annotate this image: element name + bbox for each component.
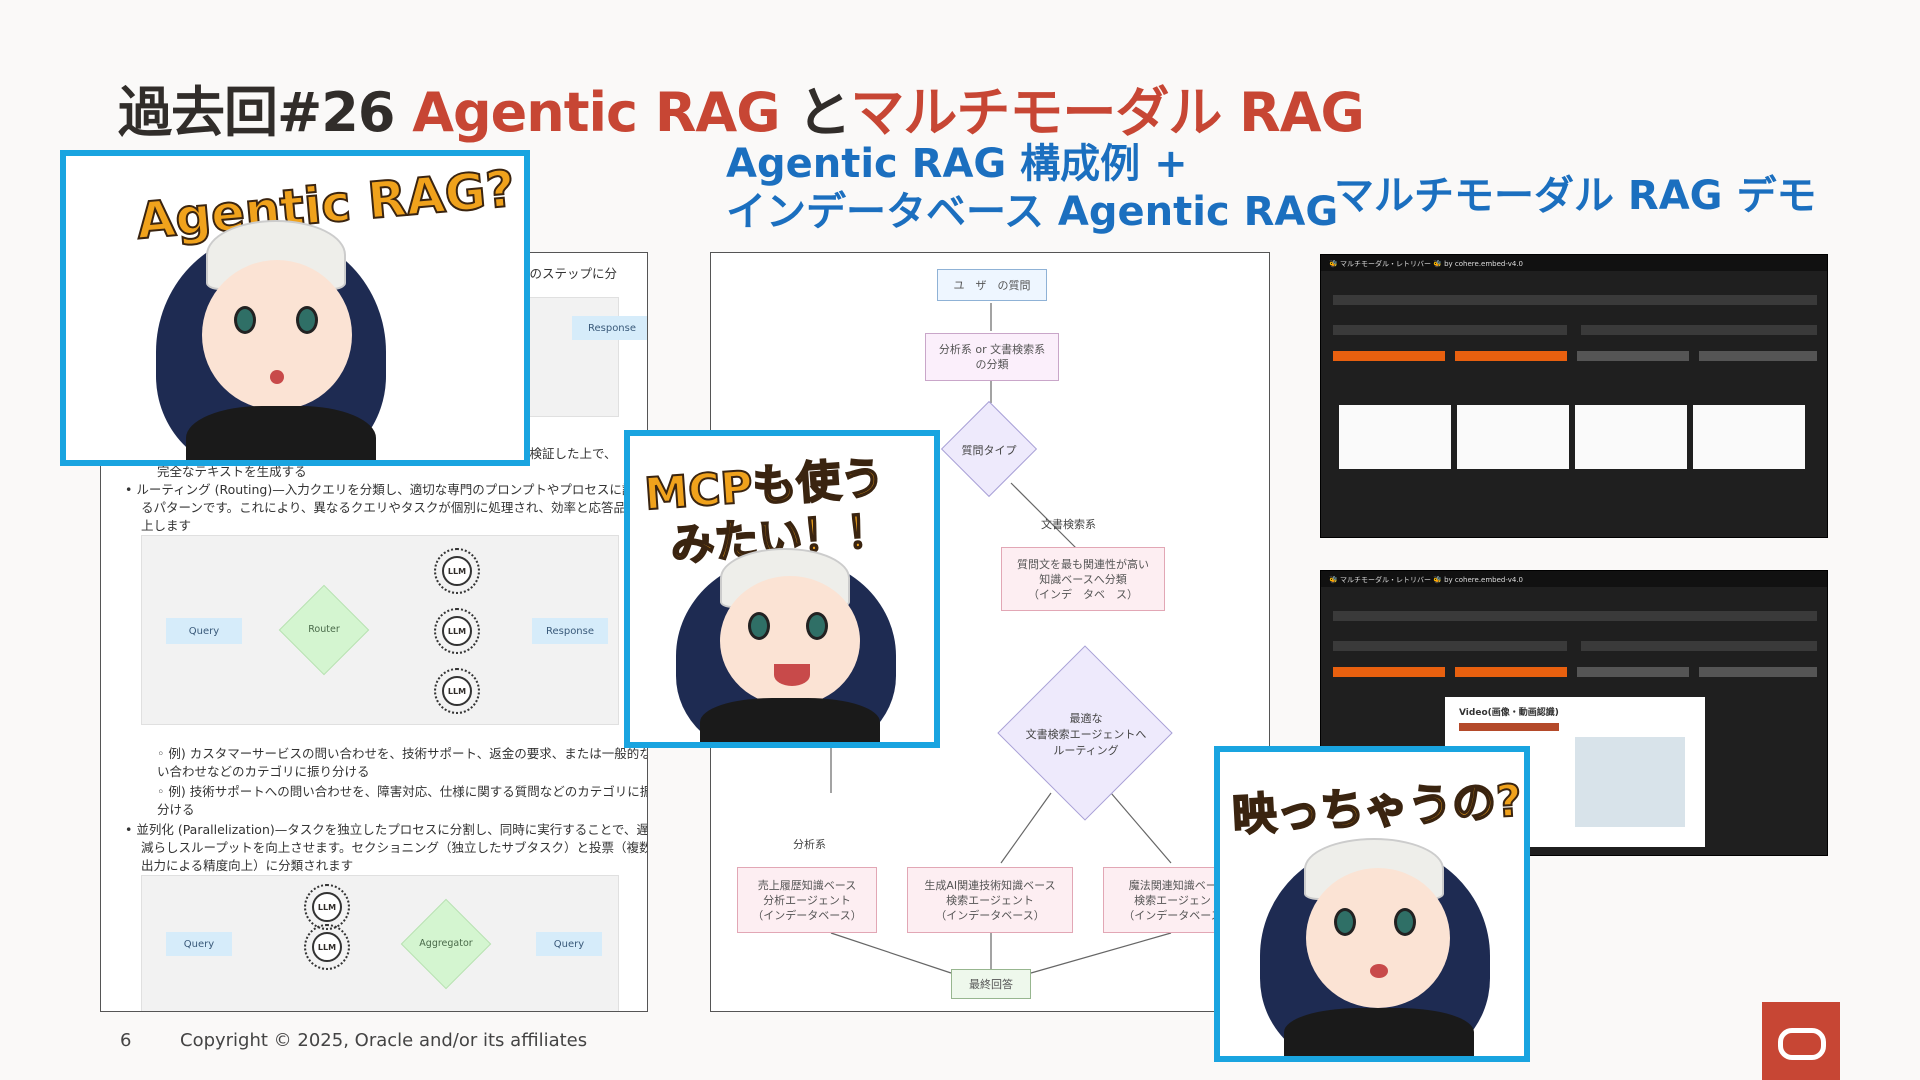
demo-top-button	[1455, 351, 1567, 361]
doc-line: 数のステップに分	[517, 266, 618, 281]
label-doc-search: 文書検索系	[1041, 518, 1096, 531]
doc-line: • ルーティング (Routing)—入力クエリを分類し、適切な専門のプロンプト…	[125, 482, 648, 497]
character-eye	[1334, 908, 1356, 936]
demo-top-row	[1333, 295, 1817, 305]
llm-icon: LLM	[434, 608, 480, 654]
doc-line: い合わせなどのカテゴリに振り分ける	[157, 764, 370, 779]
character-card-agentic-rag: Agentic RAG?	[60, 150, 530, 466]
subhead-agentic-rag-example: Agentic RAG 構成例 + インデータベース Agentic RAG	[726, 140, 1338, 236]
label-question-type: 質問タイプ	[961, 444, 1017, 457]
llm-icon: LLM	[434, 668, 480, 714]
character-eye	[748, 612, 770, 640]
character-eye	[296, 306, 318, 334]
demo-bottom-titlebar: 🐝 マルチモーダル・レトリバー 🐝 by cohere.embed-v4.0	[1321, 571, 1827, 587]
routing-router-label: Router	[308, 624, 340, 635]
character-card-mcp: MCPも使う みたい！！	[624, 430, 940, 748]
label-analysis: 分析系	[793, 838, 826, 851]
demo-top-row	[1333, 325, 1567, 335]
diagram0-response-box: Response	[572, 316, 647, 340]
demo-bottom-button	[1333, 667, 1445, 677]
doc-line: 完全なテキストを生成する	[157, 464, 307, 479]
demo-bottom-row	[1333, 641, 1567, 651]
title-agentic-rag: Agentic RAG	[412, 81, 798, 144]
diagram-parallelization: Query LLM LLM Aggregator Query	[141, 875, 619, 1011]
llm-icon: LLM	[304, 924, 350, 970]
character-dress	[186, 406, 376, 460]
demo-top-button	[1699, 351, 1817, 361]
subhead-multimodal-demo: マルチモーダル RAG デモ	[1334, 173, 1817, 219]
node-sales-agent: 売上履歴知識ベース 分析エージェント （インデータベース）	[737, 867, 877, 933]
demo-thumbnail	[1339, 405, 1451, 469]
demo-modal-header	[1459, 723, 1559, 731]
demo-modal-images	[1575, 737, 1685, 827]
parallel-query-box: Query	[166, 932, 232, 956]
doc-line: • 並列化 (Parallelization)—タスクを独立したプロセスに分割し…	[125, 822, 648, 837]
demo-bottom-row	[1581, 641, 1817, 651]
slide-title: 過去回#26 Agentic RAG とマルチモーダル RAG	[118, 68, 1365, 147]
routing-query-box: Query	[166, 618, 242, 644]
oracle-logo	[1762, 1002, 1840, 1080]
node-user-question: ユ ザ の質問	[937, 269, 1047, 301]
diagram-routing: Query Router LLM LLM LLM Response	[141, 535, 619, 725]
character-face	[1306, 868, 1450, 1008]
demo-top-button	[1333, 351, 1445, 361]
character-eye	[1394, 908, 1416, 936]
label-routing: 最適な 文書検索エージェントへ ルーティング	[1025, 712, 1147, 757]
title-multimodal-rag: マルチモーダル RAG	[850, 81, 1364, 144]
character-dress	[1284, 1008, 1474, 1056]
node-rank-knowledge-base: 質問文を最も関連性が高い 知識ベースへ分類 （インデ タベ ス）	[1001, 547, 1165, 611]
parallel-output-box: Query	[536, 932, 602, 956]
node-genai-agent: 生成AI関連技術知識ベース 検索エージェント （インデータベース）	[907, 867, 1073, 933]
demo-thumbnail	[1457, 405, 1569, 469]
routing-response-box: Response	[532, 618, 608, 644]
page-number: 6	[120, 1030, 132, 1051]
llm-icon: LLM	[434, 548, 480, 594]
character-face	[202, 260, 352, 410]
node-classify: 分析系 or 文書検索系 の分類	[925, 333, 1059, 381]
parallel-aggregator-label: Aggregator	[419, 938, 473, 949]
doc-line: 上します	[141, 518, 192, 533]
doc-line: 分ける	[157, 802, 195, 817]
character-mouth	[774, 664, 810, 686]
title-conjunction: と	[797, 81, 851, 144]
demo-screenshot-bottom: 🐝 マルチモーダル・レトリバー 🐝 by cohere.embed-v4.0 V…	[1320, 570, 1828, 856]
demo-bottom-button	[1577, 667, 1689, 677]
demo-top-row	[1581, 325, 1817, 335]
doc-line: ◦ 例) 技術サポートへの問い合わせを、障害対応、仕様に関する質問などのカテゴリ…	[157, 784, 648, 799]
doc-line: 減らしスループットを向上させます。セクショニング（独立したサブタスク）と投票（複…	[141, 840, 648, 855]
demo-bottom-row	[1333, 611, 1817, 621]
llm-icon: LLM	[304, 884, 350, 930]
doc-line: るパターンです。これにより、異なるクエリやタスクが個別に処理され、効率と応答品質…	[141, 500, 648, 515]
character-mouth	[1370, 964, 1388, 978]
card3-caption: 映っちゃうの?	[1230, 774, 1524, 842]
character-card-multimodal: 映っちゃうの?	[1214, 746, 1530, 1062]
character-mouth	[270, 370, 284, 384]
subhead-mid-line1: Agentic RAG 構成例 +	[726, 141, 1188, 187]
character-eye	[806, 612, 828, 640]
demo-modal-title: Video(画像・動画認識)	[1459, 708, 1559, 718]
doc-line: を検証した上で、	[517, 446, 617, 461]
demo-bottom-button	[1455, 667, 1567, 677]
subhead-mid-line2: インデータベース Agentic RAG	[726, 189, 1339, 235]
character-face	[720, 576, 860, 706]
copyright-text: Copyright © 2025, Oracle and/or its affi…	[180, 1030, 588, 1051]
demo-bottom-button	[1699, 667, 1817, 677]
demo-top-button	[1577, 351, 1689, 361]
character-eye	[234, 306, 256, 334]
demo-thumbnail	[1693, 405, 1805, 469]
doc-line: 出力による精度向上）に分類されます	[141, 858, 354, 873]
node-final-answer: 最終回答	[951, 969, 1031, 999]
title-prefix: 過去回#26	[118, 81, 413, 144]
demo-screenshot-top: 🐝 マルチモーダル・レトリバー 🐝 by cohere.embed-v4.0	[1320, 254, 1828, 538]
character-dress	[700, 698, 880, 742]
demo-top-titlebar: 🐝 マルチモーダル・レトリバー 🐝 by cohere.embed-v4.0	[1321, 255, 1827, 271]
demo-thumbnail	[1575, 405, 1687, 469]
doc-line: ◦ 例) カスタマーサービスの問い合わせを、技術サポート、返金の要求、または一般…	[157, 746, 648, 761]
